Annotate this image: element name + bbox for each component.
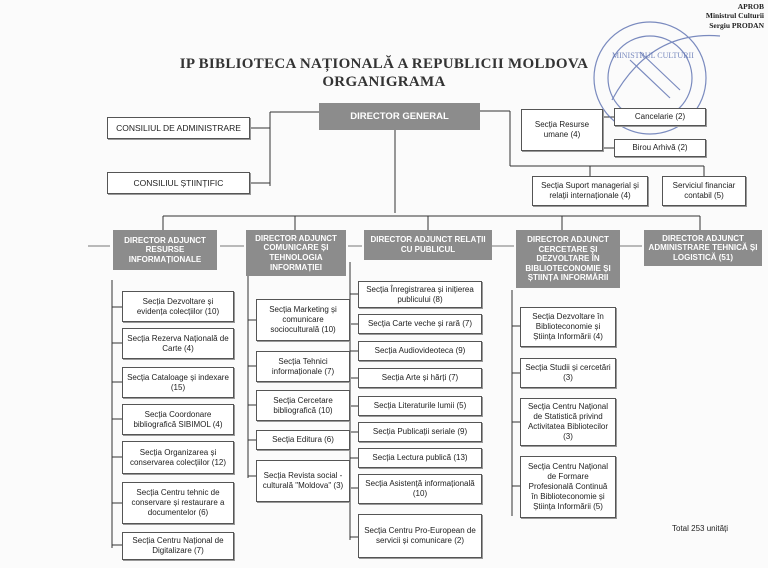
page-title: IP BIBLIOTECA NAȚIONALĂ A REPUBLICII MOL… [179,56,589,72]
approval-signatory: Sergiu PRODAN [709,20,764,30]
section-box: Secția Literaturile lumii (5) [358,396,482,416]
approval-ministry: Ministrul Culturii [705,11,764,21]
section-box: Secția Coordonare bibliografică SIBIMOL … [122,404,234,435]
chancellery-box: Cancelarie (2) [614,108,706,126]
financial-service-box: Serviciul financiar contabil (5) [662,176,746,206]
section-box: Secția Înregistrarea și inițierea public… [358,281,482,308]
section-box: Secția Dezvoltare și evidența colecțiilo… [122,291,234,322]
section-box: Secția Arte și hărți (7) [358,368,482,388]
approval-heading: APROB [737,2,764,11]
deputy-director-header: DIRECTOR ADJUNCT CERCETARE ȘI DEZVOLTARE… [516,230,620,288]
svg-text:MINISTRUL CULTURII: MINISTRUL CULTURII [612,51,694,60]
deputy-director-header: DIRECTOR ADJUNCT ADMINISTRARE TEHNICĂ ȘI… [644,230,762,266]
section-box: Secția Audiovideoteca (9) [358,341,482,361]
section-box: Secția Centru tehnic de conservare și re… [122,482,234,524]
section-box: Secția Publicații seriale (9) [358,422,482,442]
section-box: Secția Dezvoltare în Biblioteconomie și … [520,307,616,347]
council-administration-box: CONSILIUL DE ADMINISTRARE [107,117,250,139]
approval-block: APROB Ministrul Culturii Sergiu PRODAN [706,2,764,30]
section-box: Secția Carte veche și rară (7) [358,314,482,334]
section-box: Secția Rezerva Națională de Carte (4) [122,328,234,359]
section-box: Secția Lectura publică (13) [358,448,482,468]
section-box: Secția Centru Național de Digitalizare (… [122,532,234,560]
section-box: Secția Centru Național de Statistică pri… [520,398,616,446]
deputy-director-header: DIRECTOR ADJUNCT RESURSE INFORMAȚIONALE [113,230,217,270]
deputy-director-header: DIRECTOR ADJUNCT COMUNICARE ȘI TEHNOLOGI… [246,230,346,276]
section-box: Secția Asistență informațională (10) [358,474,482,504]
section-box: Secția Marketing și comunicare sociocult… [256,299,350,341]
deputy-director-header: DIRECTOR ADJUNCT RELAȚII CU PUBLICUL [364,230,492,260]
section-box: Secția Revista social -culturală "Moldov… [256,460,350,502]
section-box: Secția Centru Național de Formare Profes… [520,456,616,518]
managerial-support-box: Secția Suport managerial și relații inte… [532,176,648,206]
section-box: Secția Studii și cercetări (3) [520,358,616,388]
section-box: Secția Centru Pro-European de servicii ș… [358,514,482,558]
section-box: Secția Cataloage și indexare (15) [122,367,234,398]
archive-office-box: Birou Arhivă (2) [614,139,706,157]
hr-section-box: Secția Resurse umane (4) [521,109,603,151]
director-general-box: DIRECTOR GENERAL [319,103,480,130]
section-box: Secția Tehnici informaționale (7) [256,351,350,382]
section-box: Secția Editura (6) [256,430,350,450]
section-box: Secția Organizarea și conservarea colecț… [122,441,234,474]
page-subtitle: ORGANIGRAMA [322,74,446,90]
total-units-label: Total 253 unități [672,524,729,533]
council-scientific-box: CONSILIUL ȘTIINȚIFIC [107,172,250,194]
section-box: Secția Cercetare bibliografică (10) [256,390,350,421]
